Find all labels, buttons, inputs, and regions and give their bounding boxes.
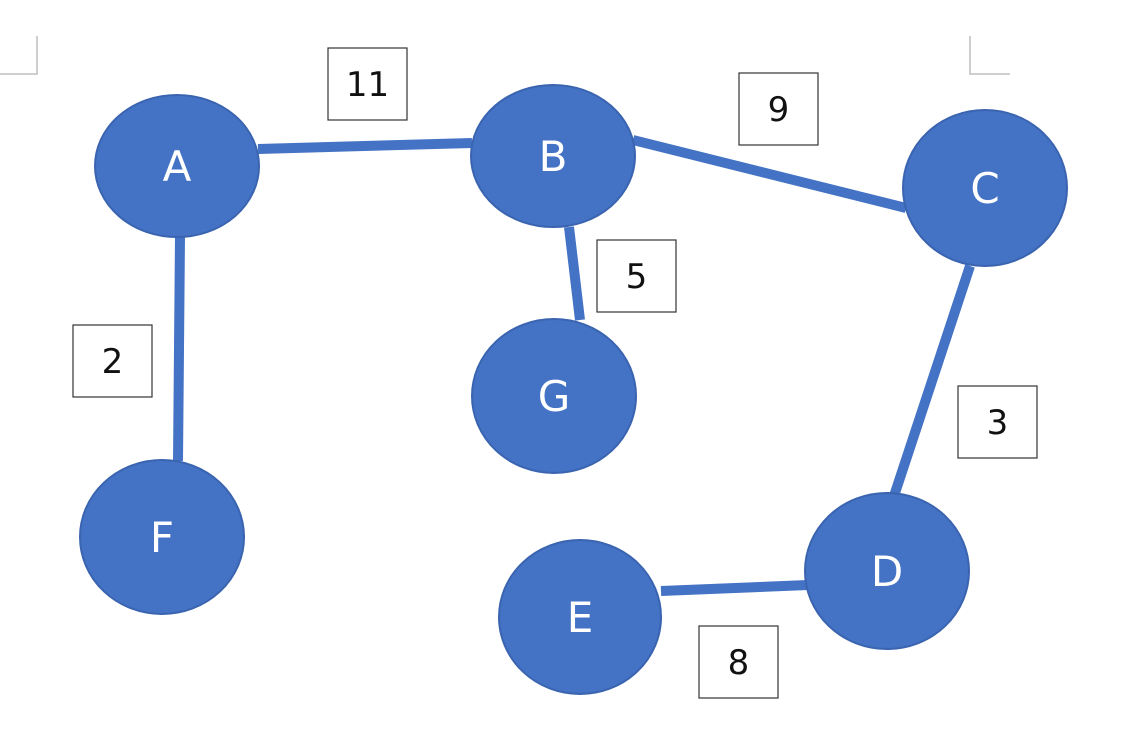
edge-a-b <box>257 138 473 154</box>
nodes-layer: A B C D E F G <box>79 84 1068 695</box>
node-c: C <box>902 109 1068 267</box>
weight-box-frame <box>596 239 677 313</box>
node-circle <box>902 109 1068 267</box>
edge-weight-label: 2 <box>102 342 124 382</box>
edge-weight-label: 8 <box>728 643 750 683</box>
edge-b-c <box>631 135 908 213</box>
weight-box-frame <box>738 72 819 146</box>
weights-layer: 11 9 5 2 3 8 <box>72 47 1038 699</box>
node-e: E <box>498 539 662 695</box>
node-label: E <box>567 593 594 642</box>
weight-box-frame <box>698 625 779 699</box>
node-circle <box>94 94 260 238</box>
weight-box-a-f: 2 <box>72 324 153 398</box>
crop-mark-top-right <box>969 36 1010 75</box>
node-label: G <box>538 372 571 421</box>
node-label: D <box>871 547 903 596</box>
node-f: F <box>79 459 245 615</box>
weight-box-c-d: 3 <box>957 385 1038 459</box>
edge-e-d <box>660 580 809 596</box>
edge-c-d <box>889 264 975 498</box>
crop-mark-top-left <box>0 36 38 75</box>
node-circle <box>804 492 970 650</box>
node-d: D <box>804 492 970 650</box>
node-g: G <box>471 318 637 474</box>
weight-box-b-c: 9 <box>738 72 819 146</box>
weight-box-frame <box>72 324 153 398</box>
weight-box-b-g: 5 <box>596 239 677 313</box>
edge-weight-label: 3 <box>987 403 1009 443</box>
edges-layer <box>173 135 975 596</box>
node-b: B <box>470 84 636 228</box>
weight-box-frame <box>327 47 408 121</box>
node-label: A <box>163 142 192 191</box>
edge-a-f <box>173 235 185 462</box>
weight-box-a-b: 11 <box>327 47 408 121</box>
weight-box-frame <box>957 385 1038 459</box>
node-circle <box>471 318 637 474</box>
node-circle <box>79 459 245 615</box>
edge-weight-label: 9 <box>768 90 790 130</box>
edge-b-g <box>564 226 585 321</box>
node-label: C <box>970 164 999 213</box>
edge-weight-label: 11 <box>346 65 389 105</box>
node-circle <box>470 84 636 228</box>
node-a: A <box>94 94 260 238</box>
node-circle <box>498 539 662 695</box>
edge-weight-label: 5 <box>626 257 648 297</box>
node-label: F <box>150 513 174 562</box>
node-label: B <box>539 132 568 181</box>
weight-box-e-d: 8 <box>698 625 779 699</box>
